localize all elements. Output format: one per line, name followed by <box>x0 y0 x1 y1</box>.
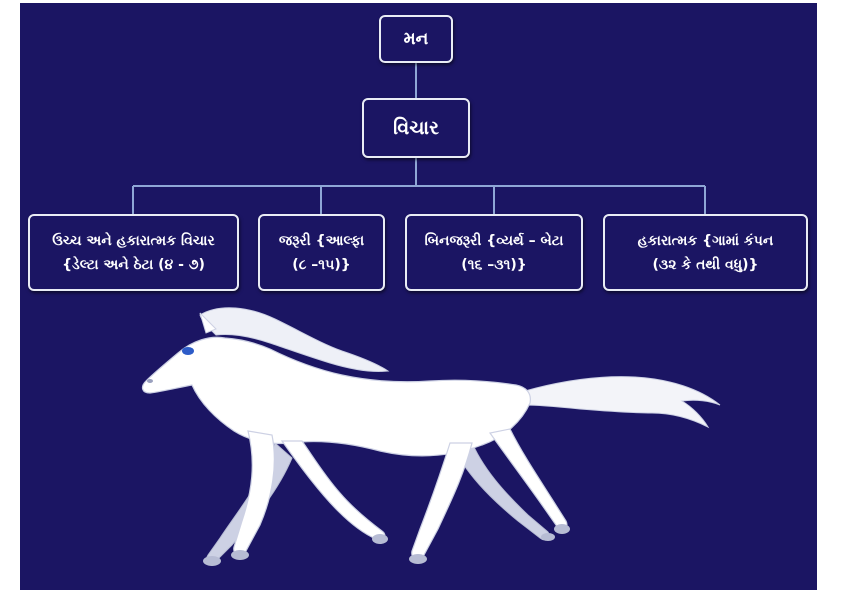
branch-line-2: (૮ –૧૫)} <box>292 253 350 277</box>
branch-line-1: હકારાત્મક {ગામાં કંપન <box>638 229 774 253</box>
horse-front-leg-2 <box>282 441 385 540</box>
diagram-panel: મન વિચાર ઉચ્ચ અને હકારાત્મક વિચાર {ડેલ્ટ… <box>20 3 817 590</box>
branch-line-2: {ડેલ્ટા અને ઠેટા (૪ - ૭) <box>62 253 205 277</box>
branch-node-delta-theta: ઉચ્ચ અને હકારાત્મક વિચાર {ડેલ્ટા અને ઠેટ… <box>28 214 239 291</box>
horse-hind-leg-2 <box>490 429 567 529</box>
horse-tail <box>525 377 720 427</box>
child-node-label: વિચાર <box>393 117 439 139</box>
horse-eye <box>182 347 194 355</box>
branch-node-gamma: હકારાત્મક {ગામાં કંપન (૩૨ કે તથી વધુ)} <box>603 214 808 291</box>
branch-node-beta: બિનજરૂરી {વ્યર્થ – બેટા (૧૬ –૩૧)} <box>405 214 583 291</box>
branch-line-2: (૩૨ કે તથી વધુ)} <box>653 253 759 277</box>
horse-front-leg <box>234 431 275 555</box>
galloping-horse-illustration <box>20 293 817 590</box>
branch-line-1: ઉચ્ચ અને હકારાત્મક વિચાર <box>52 229 214 253</box>
horse-hind-leg <box>412 443 472 559</box>
branch-line-1: બિનજરૂરી {વ્યર્થ – બેટા <box>425 229 564 253</box>
branch-node-alpha: જરૂરી {આલ્ફા (૮ –૧૫)} <box>258 214 385 291</box>
root-node-man: મન <box>379 15 453 63</box>
child-node-vichar: વિચાર <box>362 98 470 158</box>
branch-line-1: જરૂરી {આલ્ફા <box>279 229 364 253</box>
root-node-label: મન <box>404 29 429 49</box>
branch-line-2: (૧૬ –૩૧)} <box>461 253 527 277</box>
